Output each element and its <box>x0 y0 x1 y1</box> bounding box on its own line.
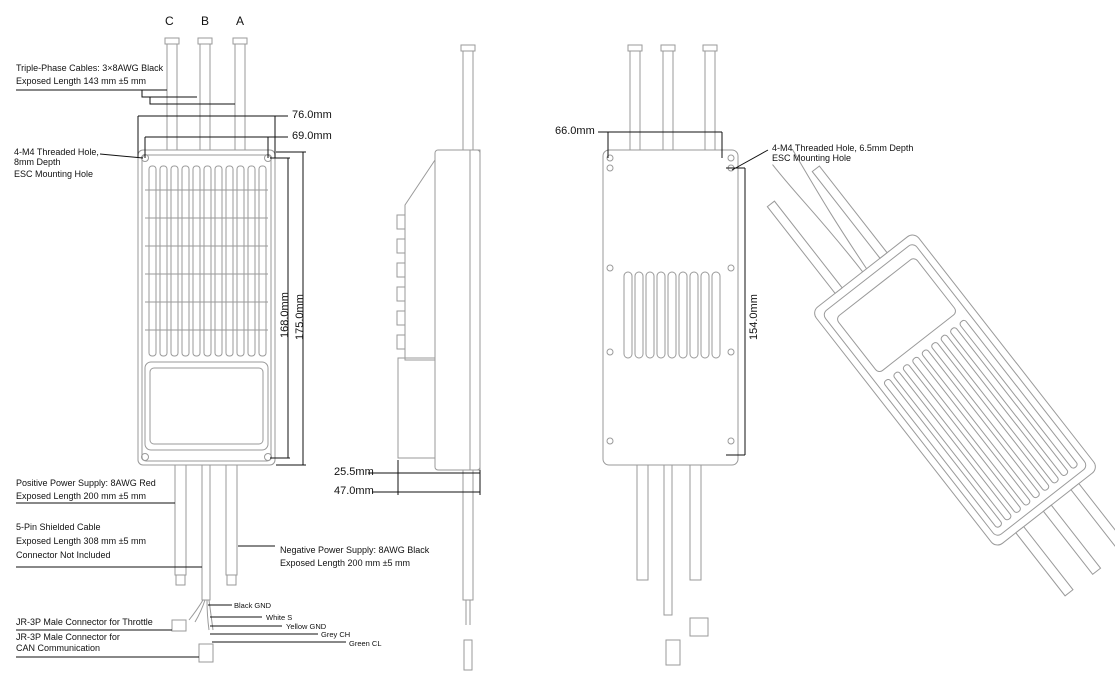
throttle-connector-note: JR-3P Male Connector for Throttle <box>16 617 153 627</box>
back-hole-note: 4-M4 Threaded Hole, 6.5mm Depth ESC Moun… <box>772 143 913 163</box>
wire-green-cl: Green CL <box>349 639 382 648</box>
note-line: Exposed Length 200 mm ±5 mm <box>280 558 411 568</box>
front-view <box>16 37 346 663</box>
note-line: Exposed Length 200 mm ±5 mm <box>16 491 147 501</box>
wire-yellow-gnd: Yellow GND <box>286 622 327 631</box>
note-line: Positive Power Supply: 8AWG Red <box>16 478 156 488</box>
wire-white-s: White S <box>266 613 293 622</box>
power-cables <box>171 464 238 663</box>
negative-supply-note: Negative Power Supply: 8AWG Black Expose… <box>280 544 429 570</box>
isometric-view <box>766 148 1115 597</box>
positive-supply-note: Positive Power Supply: 8AWG Red Exposed … <box>16 477 156 503</box>
phase-label-b: B <box>201 14 210 28</box>
heatsink-fins <box>145 165 268 357</box>
dim-width-outer: 76.0mm <box>292 109 332 121</box>
can-connector-note: JR-3P Male Connector for CAN Communicati… <box>16 632 120 654</box>
shielded-cable-note: 5-Pin Shielded Cable Exposed Length 308 … <box>16 520 146 562</box>
note-line: Connector Not Included <box>16 550 111 560</box>
note-line: ESC Mounting Hole <box>772 153 852 163</box>
side-view <box>368 44 481 671</box>
dim-back-height-holes: 154.0mm <box>748 294 760 340</box>
phase-cables <box>164 37 248 151</box>
dim-thickness-total: 47.0mm <box>334 485 374 497</box>
front-hole-note: 4-M4 Threaded Hole, 8mm Depth ESC Mounti… <box>14 147 99 179</box>
note-line: 8mm Depth <box>14 157 61 167</box>
dim-back-width-holes: 66.0mm <box>555 125 595 137</box>
note-line: CAN Communication <box>16 643 101 653</box>
note-line: Exposed Length 143 mm ±5 mm <box>16 76 147 86</box>
wire-black-gnd: Black GND <box>234 601 272 610</box>
dim-width-holes: 69.0mm <box>292 130 332 142</box>
esc-body-front <box>137 149 276 466</box>
dim-height-holes: 168.0mm <box>279 292 291 338</box>
dim-thickness-body: 25.5mm <box>334 466 374 478</box>
triple-phase-note: Triple-Phase Cables: 3×8AWG Black Expose… <box>16 62 163 88</box>
note-line: Triple-Phase Cables: 3×8AWG Black <box>16 63 164 73</box>
note-line: Negative Power Supply: 8AWG Black <box>280 545 430 555</box>
note-line: JR-3P Male Connector for <box>16 632 120 642</box>
note-line: 4-M4 Threaded Hole, 6.5mm Depth <box>772 143 914 153</box>
note-line: ESC Mounting Hole <box>14 169 94 179</box>
wire-grey-ch: Grey CH <box>321 630 351 639</box>
note-line: 4-M4 Threaded Hole, <box>14 147 99 157</box>
note-line: Exposed Length 308 mm ±5 mm <box>16 536 147 546</box>
note-line: 5-Pin Shielded Cable <box>16 522 101 532</box>
capacitor-cover <box>144 361 269 451</box>
dim-height-outer: 175.0mm <box>294 294 306 340</box>
back-view <box>598 44 769 666</box>
phase-label-c: C <box>165 14 174 28</box>
phase-label-a: A <box>236 14 245 28</box>
